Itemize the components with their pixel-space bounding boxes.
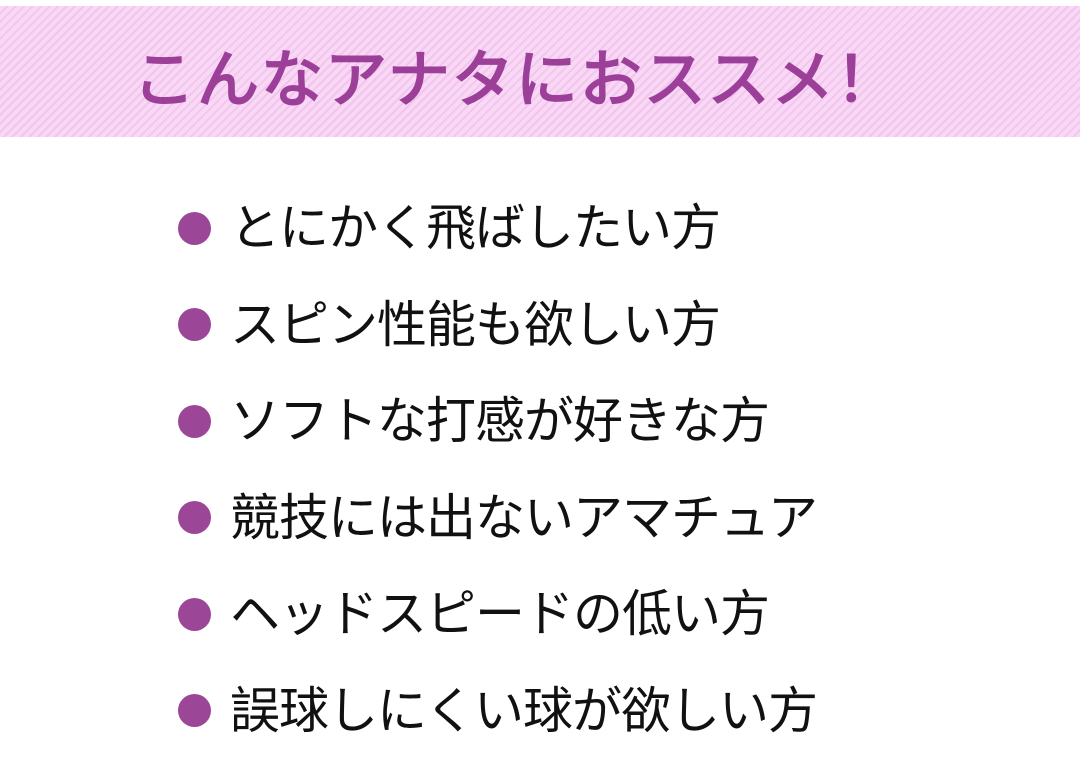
list-item-label: ヘッドスピードの低い方 xyxy=(230,584,769,644)
list-item-label: スピン性能も欲しい方 xyxy=(230,295,720,355)
banner-title: こんなアナタにおススメ！ xyxy=(133,42,900,118)
bullet-dot-icon xyxy=(178,308,211,341)
bullet-dot-icon xyxy=(178,405,211,438)
list-item: 誤球しにくい球が欲しい方 xyxy=(178,663,817,759)
list-item: スピン性能も欲しい方 xyxy=(178,277,817,374)
list-item-label: ソフトな打感が好きな方 xyxy=(230,391,769,451)
list-item-label: 競技には出ないアマチュア xyxy=(230,488,817,548)
bullet-dot-icon xyxy=(178,212,211,245)
header-banner: こんなアナタにおススメ！ xyxy=(0,6,1080,137)
bullet-dot-icon xyxy=(178,598,211,631)
list-item-label: 誤球しにくい球が欲しい方 xyxy=(230,681,817,741)
bullet-dot-icon xyxy=(178,501,211,534)
recommendation-list: とにかく飛ばしたい方 スピン性能も欲しい方 ソフトな打感が好きな方 競技には出な… xyxy=(178,180,817,759)
list-item: とにかく飛ばしたい方 xyxy=(178,180,817,277)
bullet-dot-icon xyxy=(178,694,211,727)
list-item: ヘッドスピードの低い方 xyxy=(178,566,817,663)
list-item-label: とにかく飛ばしたい方 xyxy=(230,198,720,258)
list-item: 競技には出ないアマチュア xyxy=(178,470,817,567)
list-item: ソフトな打感が好きな方 xyxy=(178,373,817,470)
